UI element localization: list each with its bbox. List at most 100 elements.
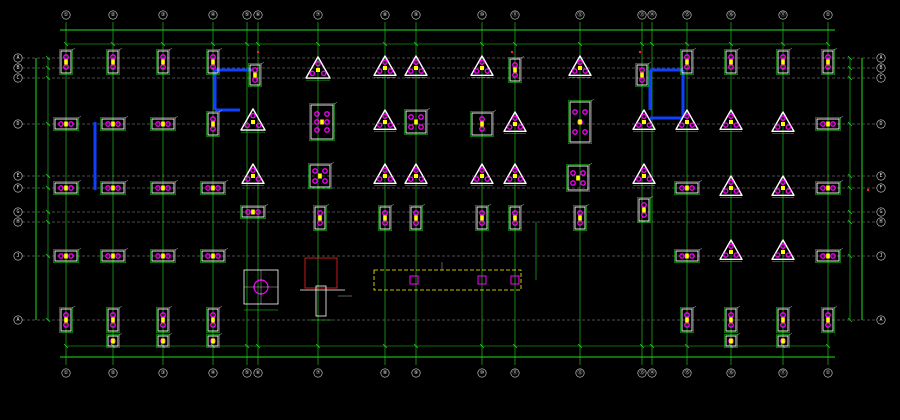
axis-bubble-label: F	[879, 185, 882, 191]
pile-cap-rect	[573, 203, 590, 231]
pile	[165, 185, 171, 191]
pile-cap-outline	[305, 56, 331, 79]
column	[781, 59, 785, 65]
pile	[582, 68, 589, 74]
pile-cap-rect	[53, 115, 82, 131]
axis-bubble: ⑬	[637, 368, 647, 378]
pile	[512, 210, 518, 216]
pile	[479, 126, 485, 132]
pile	[165, 121, 171, 127]
pile	[580, 180, 586, 186]
pile-cap-rect	[776, 332, 793, 348]
pile-cap-rect	[776, 305, 793, 333]
pile	[252, 67, 258, 73]
pile-cap-outline	[470, 163, 494, 185]
pile	[785, 124, 792, 130]
axis-bubble-label: ⑯	[728, 11, 733, 18]
axis-bubble-circle	[242, 368, 252, 378]
axis-bubble-label: D	[16, 121, 19, 127]
pile-cap-outline	[777, 50, 789, 74]
axis-bubble: ⑥	[253, 368, 263, 378]
pile-cap-rect	[206, 109, 223, 137]
pile	[210, 126, 216, 132]
dim-tick	[649, 41, 655, 47]
dim-tick	[847, 253, 853, 259]
dim-tick	[639, 41, 645, 47]
dim-tick	[110, 41, 116, 47]
leader	[76, 115, 82, 120]
pile-cap-dim	[156, 307, 170, 333]
axis-bubble-circle	[313, 10, 323, 20]
axis-bubble: H	[13, 217, 23, 227]
pile	[571, 68, 578, 74]
column	[161, 338, 165, 344]
column	[161, 185, 165, 191]
leader	[832, 305, 838, 310]
pile-cap-outline	[771, 175, 795, 197]
axis-bubble-circle	[13, 251, 23, 261]
leader	[173, 247, 179, 252]
column	[111, 59, 115, 65]
axis-bubble-circle	[411, 368, 421, 378]
pile	[115, 121, 121, 127]
axis-bubble-circle	[778, 368, 788, 378]
pile-cap-rect	[150, 179, 179, 195]
axis-bubble-label: ⑥	[256, 370, 261, 376]
pile	[210, 116, 216, 122]
leader	[173, 115, 179, 120]
axis-bubble: C	[876, 73, 886, 83]
pile	[68, 121, 74, 127]
pile-cap-dim	[776, 49, 790, 75]
pile-cap-dim	[156, 49, 170, 75]
axis-bubble-circle	[477, 10, 487, 20]
pile	[570, 180, 576, 186]
axis-bubble-label: ⑦	[316, 370, 321, 376]
dim-tick	[45, 173, 51, 179]
axis-bubble: ⑥	[253, 10, 263, 20]
column	[383, 174, 387, 178]
dim-tick	[847, 65, 853, 71]
pile	[322, 178, 328, 184]
pile	[317, 220, 323, 226]
pile	[477, 275, 487, 285]
pile-cap-triangle	[632, 109, 656, 132]
pile-cap-dim	[206, 111, 220, 137]
dim-tick	[45, 75, 51, 81]
pile-cap-outline	[101, 118, 125, 130]
pile	[321, 70, 327, 77]
pile-cap-outline	[54, 118, 78, 130]
pile-cap-rect	[313, 203, 330, 231]
pile-cap-triangle	[373, 163, 397, 186]
leader	[167, 47, 173, 52]
axis-bubble-label: ⑧	[383, 370, 388, 376]
leader	[425, 107, 431, 112]
pile	[689, 122, 696, 128]
dim-tick	[728, 41, 734, 47]
dim-tick	[63, 41, 69, 47]
pile-cap-dim	[815, 181, 841, 195]
pile	[479, 116, 485, 122]
pile	[409, 275, 419, 285]
column	[383, 120, 387, 124]
pile-cap-triangle	[470, 163, 494, 186]
pile-cap-outline	[157, 335, 169, 347]
pile	[322, 168, 328, 174]
axis-bubble-label: G	[16, 209, 19, 215]
axis-bubble: ⑩	[477, 368, 487, 378]
axis-bubble: F	[876, 183, 886, 193]
axis-bubble-circle	[253, 368, 263, 378]
pile-cap-triangle	[404, 163, 428, 186]
pile	[63, 322, 69, 328]
axis-bubble-label: ⑬	[639, 11, 644, 18]
pile	[58, 185, 64, 191]
pile	[722, 252, 729, 258]
leader	[584, 203, 590, 208]
pile	[63, 54, 69, 60]
pile	[387, 176, 394, 182]
pile	[418, 124, 424, 130]
leader	[735, 305, 741, 310]
pile-cap-outline	[681, 50, 693, 74]
axis-bubble: F	[13, 183, 23, 193]
pile-cap-rect	[724, 47, 741, 75]
